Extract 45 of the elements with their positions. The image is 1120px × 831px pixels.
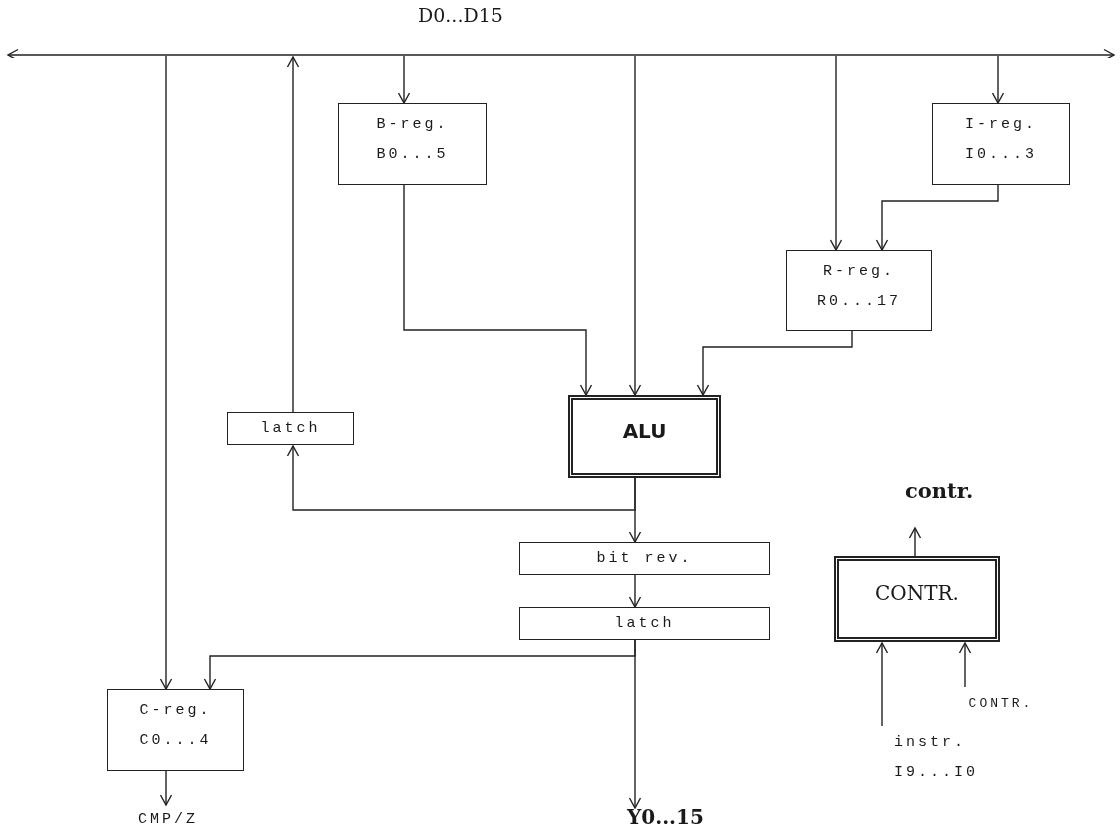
register-box xyxy=(932,103,1070,185)
arrow xyxy=(958,642,972,688)
bit-range: I0...3 xyxy=(965,145,1037,165)
function-block xyxy=(834,556,1000,642)
arrow xyxy=(875,184,999,251)
block-name: C-reg. xyxy=(139,701,212,721)
block-name: CONTR. xyxy=(875,581,959,605)
register-box xyxy=(338,103,487,185)
stage-box xyxy=(519,607,770,640)
register-box xyxy=(786,250,932,331)
arrow xyxy=(159,55,173,690)
signal-label: Y0...15 xyxy=(627,805,704,829)
arrow xyxy=(829,55,843,251)
stage-box xyxy=(519,542,770,575)
signal-label: contr. xyxy=(905,478,974,503)
bit-range: I9...I0 xyxy=(894,763,978,783)
block-name: instr. xyxy=(894,733,966,753)
stage-box xyxy=(227,412,354,445)
arrow xyxy=(286,445,636,511)
block-name: R-reg. xyxy=(823,262,895,282)
arrow xyxy=(403,184,593,396)
bit-range: R0...17 xyxy=(817,292,901,312)
block-name: ALU xyxy=(622,418,667,443)
bit-range: B0...5 xyxy=(376,145,449,165)
arrow xyxy=(875,642,889,727)
arrow xyxy=(628,639,642,809)
arrow xyxy=(159,770,173,806)
block-name: I-reg. xyxy=(965,115,1037,135)
arrow xyxy=(908,527,922,557)
bit-range: C0...4 xyxy=(139,731,212,751)
arrow xyxy=(628,55,642,396)
bus-label: D0...D15 xyxy=(418,4,503,26)
function-block xyxy=(568,395,721,478)
signal-label: CMP/Z xyxy=(138,810,198,830)
register-box xyxy=(107,689,244,771)
block-name: B-reg. xyxy=(376,115,449,135)
arrow xyxy=(991,55,1005,104)
signal-label: CONTR. xyxy=(968,695,1034,713)
arrow xyxy=(696,330,853,396)
block-name: latch xyxy=(260,418,321,439)
arrow xyxy=(286,56,300,413)
block-name: bit rev. xyxy=(596,548,693,569)
arrow xyxy=(628,574,642,608)
arrow xyxy=(397,55,411,104)
block-name: latch xyxy=(614,613,675,634)
